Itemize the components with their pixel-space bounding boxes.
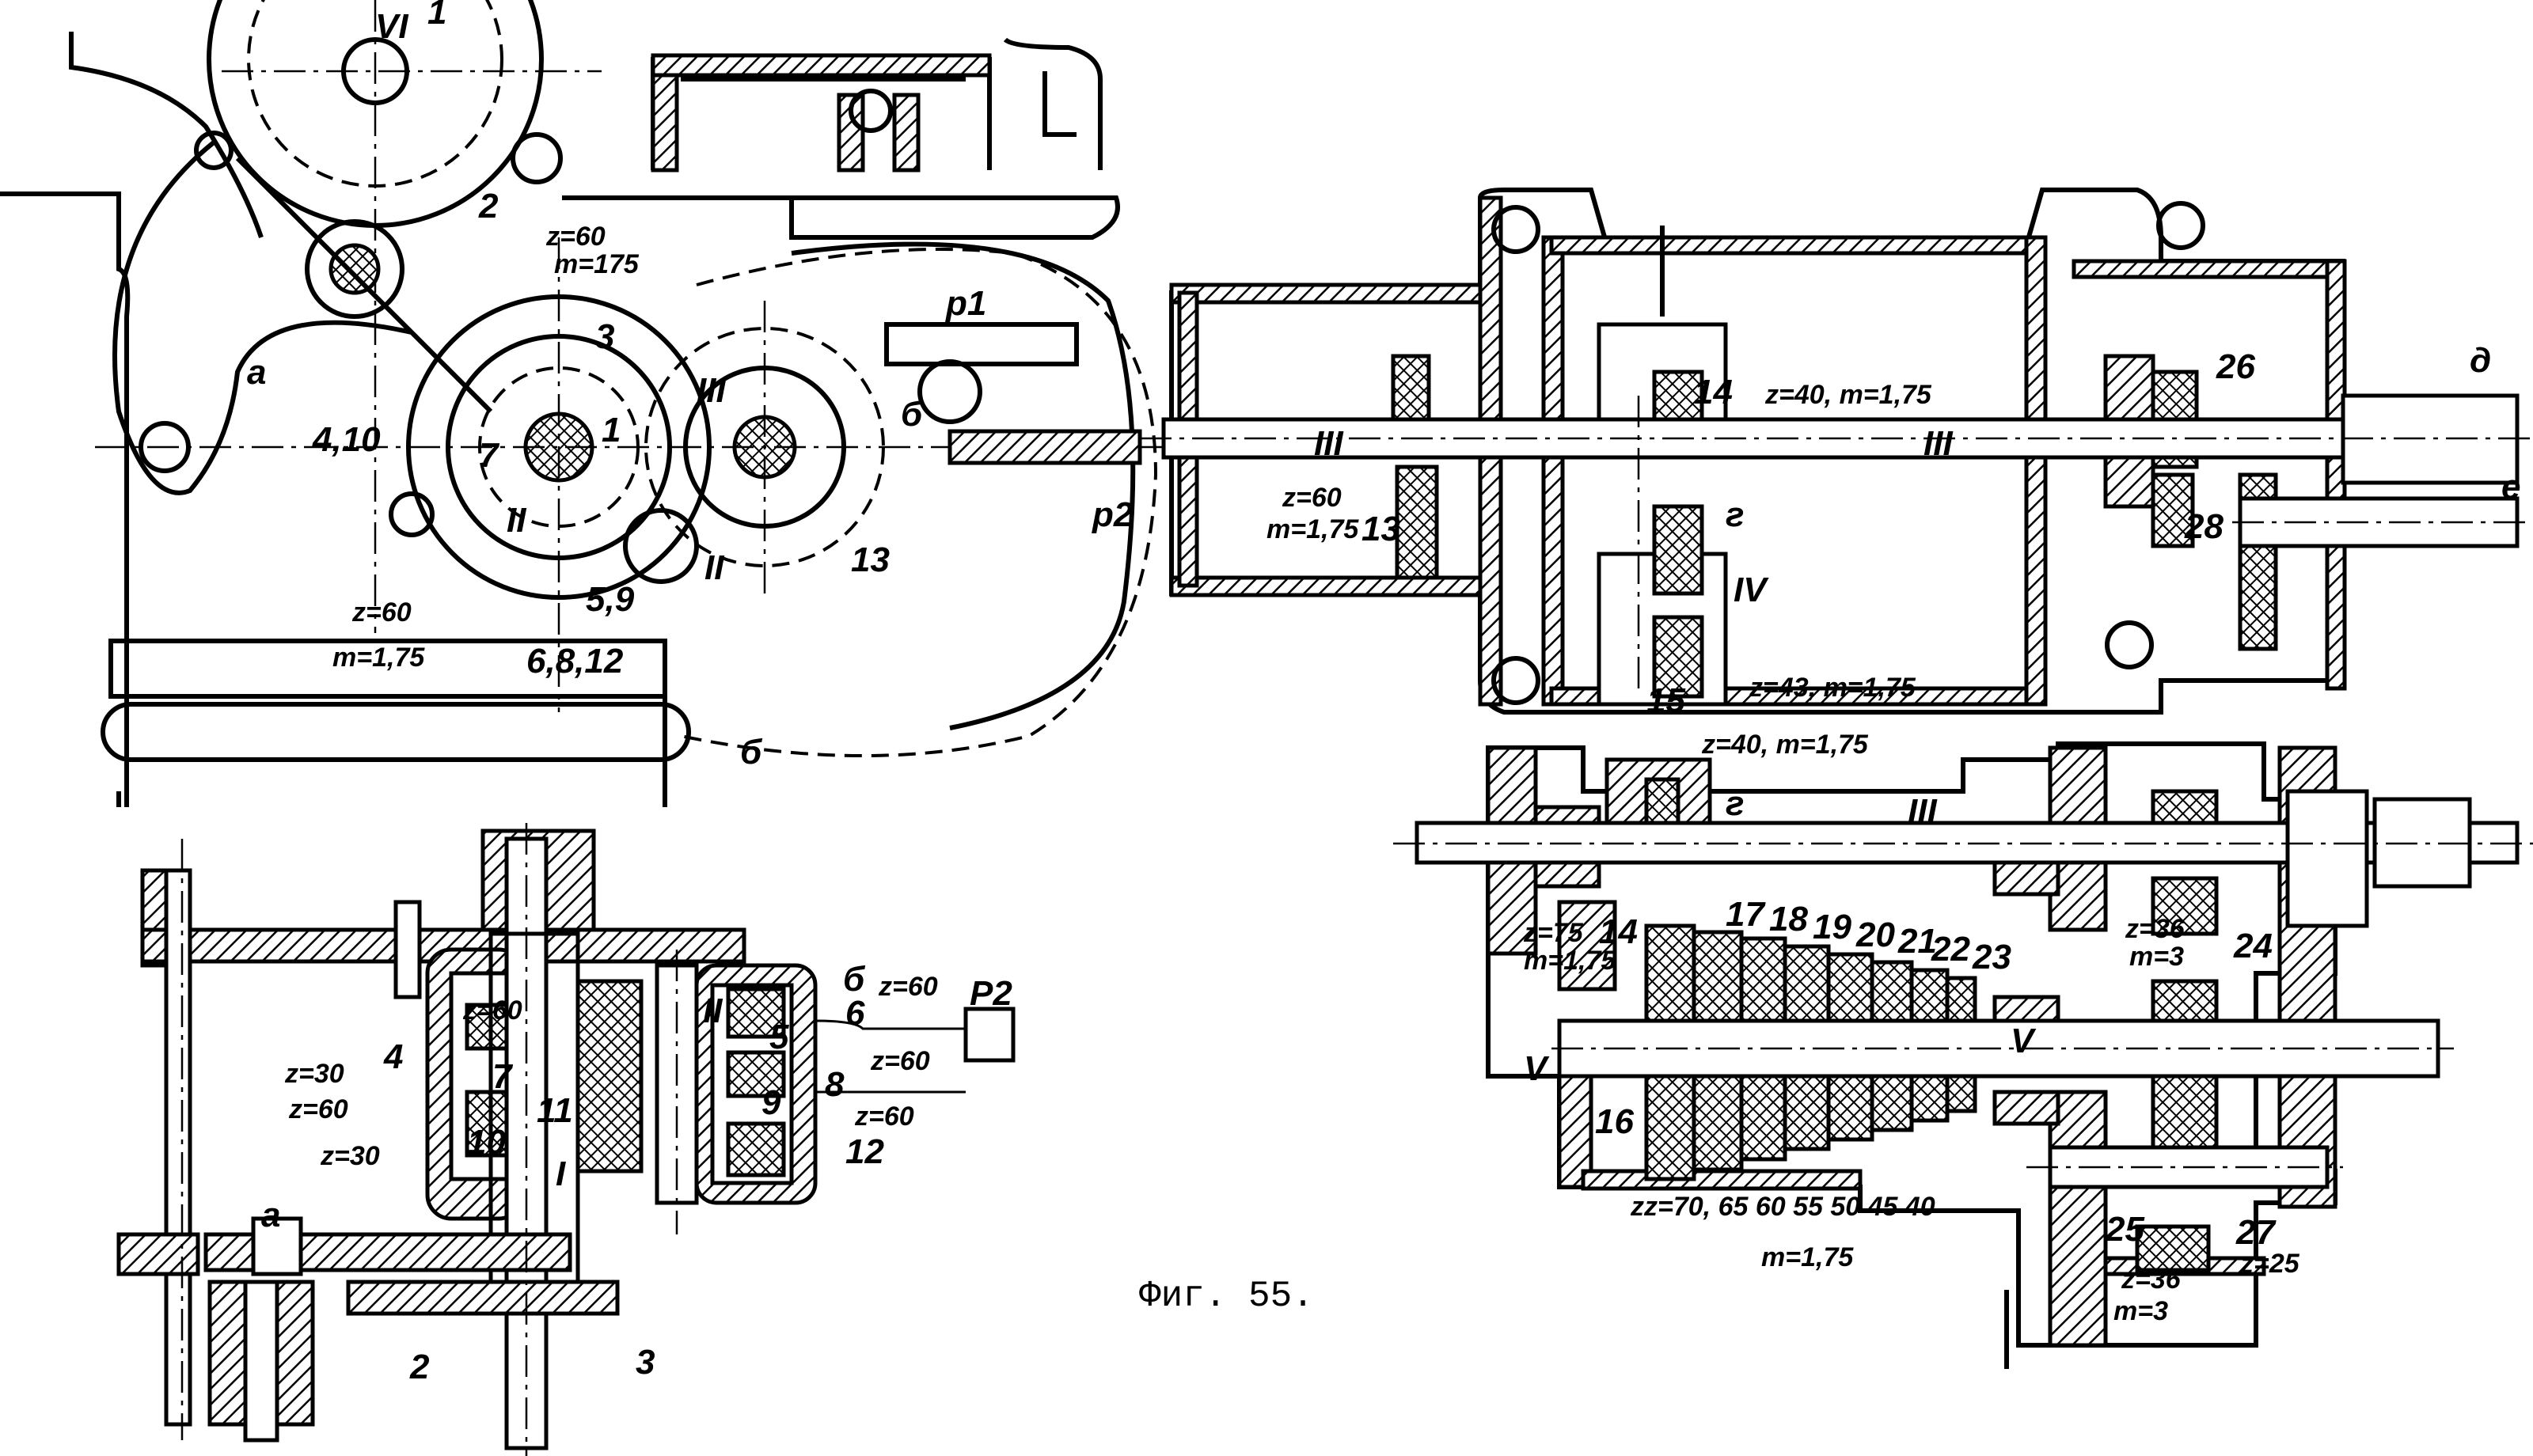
shaft-label: II <box>507 501 526 540</box>
shaft-label: III <box>697 371 726 410</box>
shaft-label: III <box>1923 424 1953 463</box>
part-label: 7 <box>492 1057 514 1096</box>
part-label: б <box>901 395 924 434</box>
shaft-label: IV <box>1734 571 1769 609</box>
gear-spec-label: z=40, m=1,75 <box>1701 730 1869 760</box>
gear-spec-label: zz=70, 65 60 55 50 45 40 <box>1630 1192 1935 1222</box>
part-label: 10 <box>467 1123 506 1162</box>
part-label: 15 <box>1646 681 1685 720</box>
part-label: 6 <box>845 994 865 1033</box>
part-label: 4,10 <box>312 420 381 459</box>
gear-spec-label: m=1,75 <box>1524 946 1616 976</box>
part-label: 12 <box>845 1132 884 1171</box>
shaft-label: II <box>704 548 724 587</box>
shaft-label: III <box>1908 792 1937 831</box>
gear-spec-label: z=60 <box>1282 483 1342 513</box>
top-left-labels: VI 1 2 z=60 m=175 3 a 4,10 7 1 III б p1 … <box>247 0 1134 772</box>
part-label: 1 <box>427 0 446 32</box>
gear-spec-label: z=60 <box>878 972 938 1002</box>
bottom-right-labels: z=40, m=1,75 г III z=75 14 m=1,75 17 18 … <box>1523 730 2300 1326</box>
gear-spec-label: m=3 <box>2129 942 2184 972</box>
part-label: 13 <box>851 540 890 579</box>
part-label: 22 <box>1931 930 1970 969</box>
part-label: 3 <box>636 1343 655 1382</box>
gear-spec-label: m=1,75 <box>332 643 425 673</box>
gear-spec-label: z=36 <box>2125 914 2186 944</box>
part-label: д <box>2470 341 2491 380</box>
part-label: 14 <box>1599 912 1638 951</box>
gear-spec-label: z=30 <box>320 1141 380 1171</box>
part-label: P2 <box>970 974 1012 1013</box>
part-label: p1 <box>945 284 986 323</box>
part-label: 7 <box>479 436 500 475</box>
part-label: 16 <box>1595 1102 1634 1141</box>
gear-spec-label: m=1,75 <box>1761 1242 1854 1272</box>
part-label: e <box>2501 468 2520 506</box>
part-label: 1 <box>602 411 621 449</box>
part-label: 17 <box>1726 895 1766 934</box>
bottom-left-view <box>116 791 1016 1456</box>
part-label: a <box>247 353 266 392</box>
gear-spec-label: z=30 <box>284 1059 344 1089</box>
part-label: p2 <box>1092 495 1134 534</box>
shaft-label: VI <box>375 7 408 46</box>
part-label: 2 <box>409 1348 430 1386</box>
part-label: a <box>261 1196 280 1234</box>
part-label: 20 <box>1855 916 1895 954</box>
part-label: 25 <box>2105 1210 2144 1249</box>
part-label: 18 <box>1769 900 1808 938</box>
gear-spec-label: z=60 <box>854 1101 914 1132</box>
part-label: 24 <box>2233 927 2273 965</box>
top-right-labels: 14 z=40, m=1,75 26 д III III z=60 m=1,75… <box>1266 341 2520 720</box>
gear-spec-label: m=3 <box>2113 1296 2168 1326</box>
part-label: 14 <box>1694 373 1733 411</box>
gear-spec-label: z=40, m=1,75 <box>1764 380 1932 410</box>
part-label: г <box>1726 784 1744 823</box>
gear-spec-label: z=43, m=1,75 <box>1749 673 1916 703</box>
shaft-label: III <box>1314 424 1343 463</box>
part-label: 6,8,12 <box>526 642 624 681</box>
shaft-label: V <box>2011 1022 2037 1060</box>
gear-spec-label: z=25 <box>2239 1249 2300 1279</box>
gear-spec-label: z=60 <box>462 995 522 1026</box>
gear-spec-label: z=36 <box>2121 1265 2182 1295</box>
part-label: 19 <box>1813 908 1851 946</box>
part-label: 13 <box>1361 510 1400 548</box>
gear-spec-label: m=175 <box>554 249 640 279</box>
part-label: 21 <box>1897 922 1937 961</box>
shaft-label: I <box>556 1155 566 1193</box>
part-label: 5 <box>769 1018 789 1056</box>
part-label: 4 <box>383 1037 403 1076</box>
part-label: г <box>1726 495 1744 534</box>
gear-spec-label: z=60 <box>870 1046 930 1076</box>
top-right-view <box>1140 188 2533 715</box>
part-label: б <box>740 733 763 772</box>
top-left-view <box>0 0 1187 807</box>
part-label: 26 <box>2216 347 2255 386</box>
bottom-left-labels: z=60 4 7 z=30 z=60 11 10 z=30 I II б z=6… <box>261 960 1012 1386</box>
gear-spec-label: z=60 <box>288 1094 348 1124</box>
shaft-label: V <box>1524 1049 1550 1088</box>
gear-spec-label: z=60 <box>351 597 412 628</box>
part-label: 28 <box>2184 507 2223 546</box>
part-label: 8 <box>825 1065 845 1104</box>
part-label: 27 <box>2235 1213 2277 1252</box>
part-label: б <box>843 960 866 999</box>
figure-caption: Фиг. 55. <box>1139 1276 1314 1317</box>
shaft-label: 11 <box>537 1091 573 1130</box>
part-label: 2 <box>478 187 499 226</box>
part-label: 3 <box>595 317 614 356</box>
gear-spec-label: m=1,75 <box>1266 514 1359 544</box>
part-label: 5,9 <box>586 580 635 619</box>
bottom-right-view <box>1393 741 2533 1369</box>
gear-spec-label: z=60 <box>545 222 606 252</box>
shaft-label: II <box>703 992 723 1030</box>
part-label: 23 <box>1972 938 2011 976</box>
part-label: 9 <box>761 1083 781 1122</box>
gear-spec-label: z=75 <box>1523 918 1584 948</box>
